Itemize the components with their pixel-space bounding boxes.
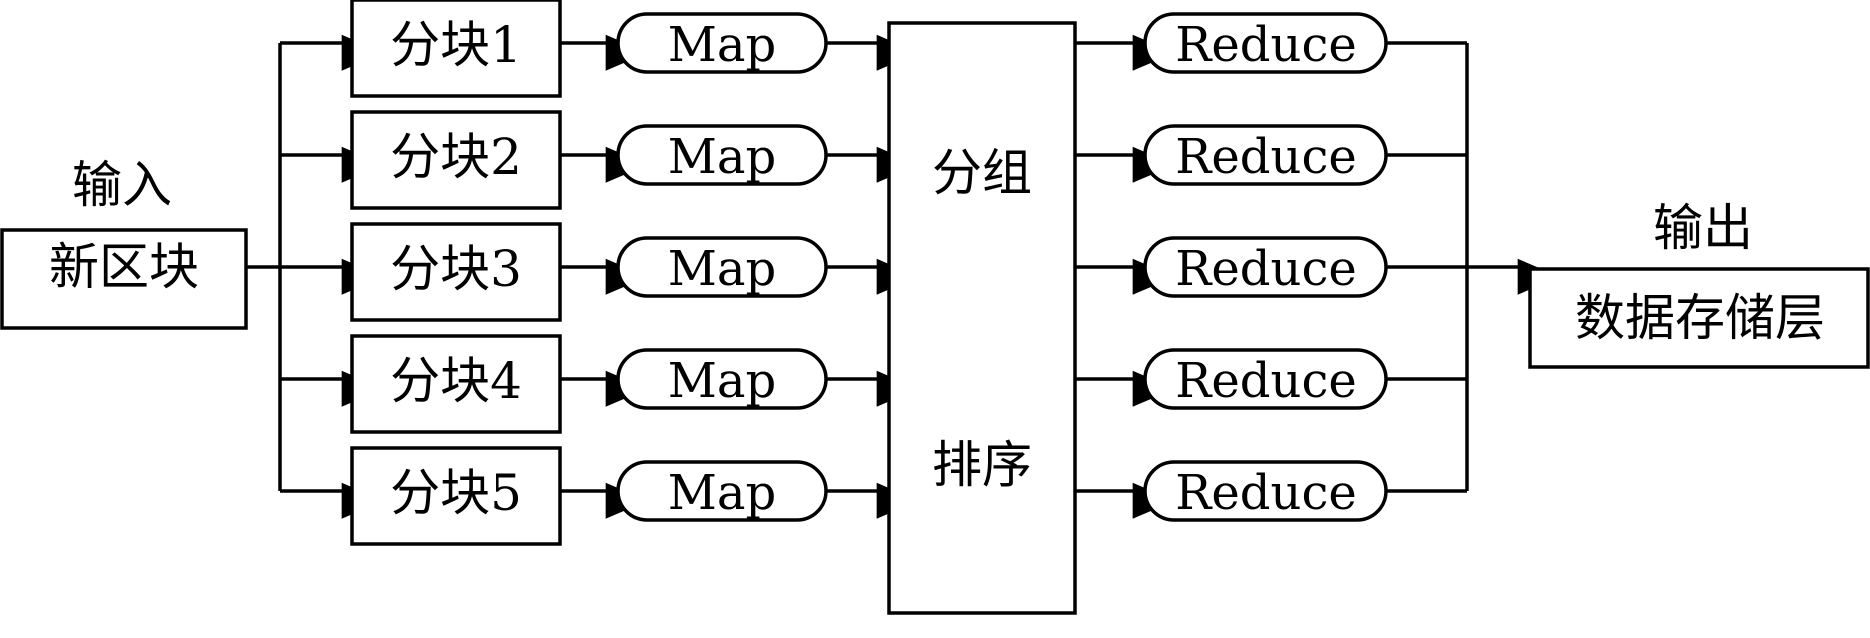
map-node: [616, 124, 828, 186]
reduce-node: [1143, 348, 1388, 410]
block-node: [350, 0, 562, 98]
block-node: [350, 110, 562, 210]
map-label: Map: [668, 353, 777, 409]
block-label: 分块2: [390, 128, 522, 186]
reduce-node: [1143, 124, 1388, 186]
reduce-label: Reduce: [1175, 465, 1356, 521]
reduce-label: Reduce: [1175, 353, 1356, 409]
block-label: 分块5: [390, 464, 522, 522]
block-label: 分块4: [390, 352, 522, 410]
block-node: [350, 446, 562, 546]
block-node: [350, 334, 562, 434]
map-node: [616, 348, 828, 410]
input-node: [0, 228, 248, 330]
map-label: Map: [668, 241, 777, 297]
edges: [246, 34, 1560, 519]
reduce-node: [1143, 236, 1388, 298]
input-label: 输入: [72, 156, 172, 214]
output-node: [1528, 267, 1870, 369]
nodes: 输入新区块分块1分块2分块3分块4分块5MapMapMapMapMap分组排序R…: [0, 0, 1870, 615]
shuffle-label-line1: 分组: [932, 144, 1032, 202]
map-label: Map: [668, 129, 777, 185]
reduce-label: Reduce: [1175, 17, 1356, 73]
map-label: Map: [668, 465, 777, 521]
reduce-label: Reduce: [1175, 241, 1356, 297]
output-node-label: 数据存储层: [1575, 289, 1825, 347]
reduce-label: Reduce: [1175, 129, 1356, 185]
shuffle-label-line2: 排序: [932, 436, 1032, 494]
block-label: 分块1: [390, 16, 522, 74]
map-node: [616, 236, 828, 298]
reduce-node: [1143, 12, 1388, 74]
shuffle-node: [887, 21, 1077, 615]
map-node: [616, 460, 828, 522]
map-label: Map: [668, 17, 777, 73]
block-label: 分块3: [390, 240, 522, 298]
input-node-label: 新区块: [49, 238, 199, 296]
block-node: [350, 222, 562, 322]
map-node: [616, 12, 828, 74]
output-label: 输出: [1653, 199, 1753, 257]
reduce-node: [1143, 460, 1388, 522]
